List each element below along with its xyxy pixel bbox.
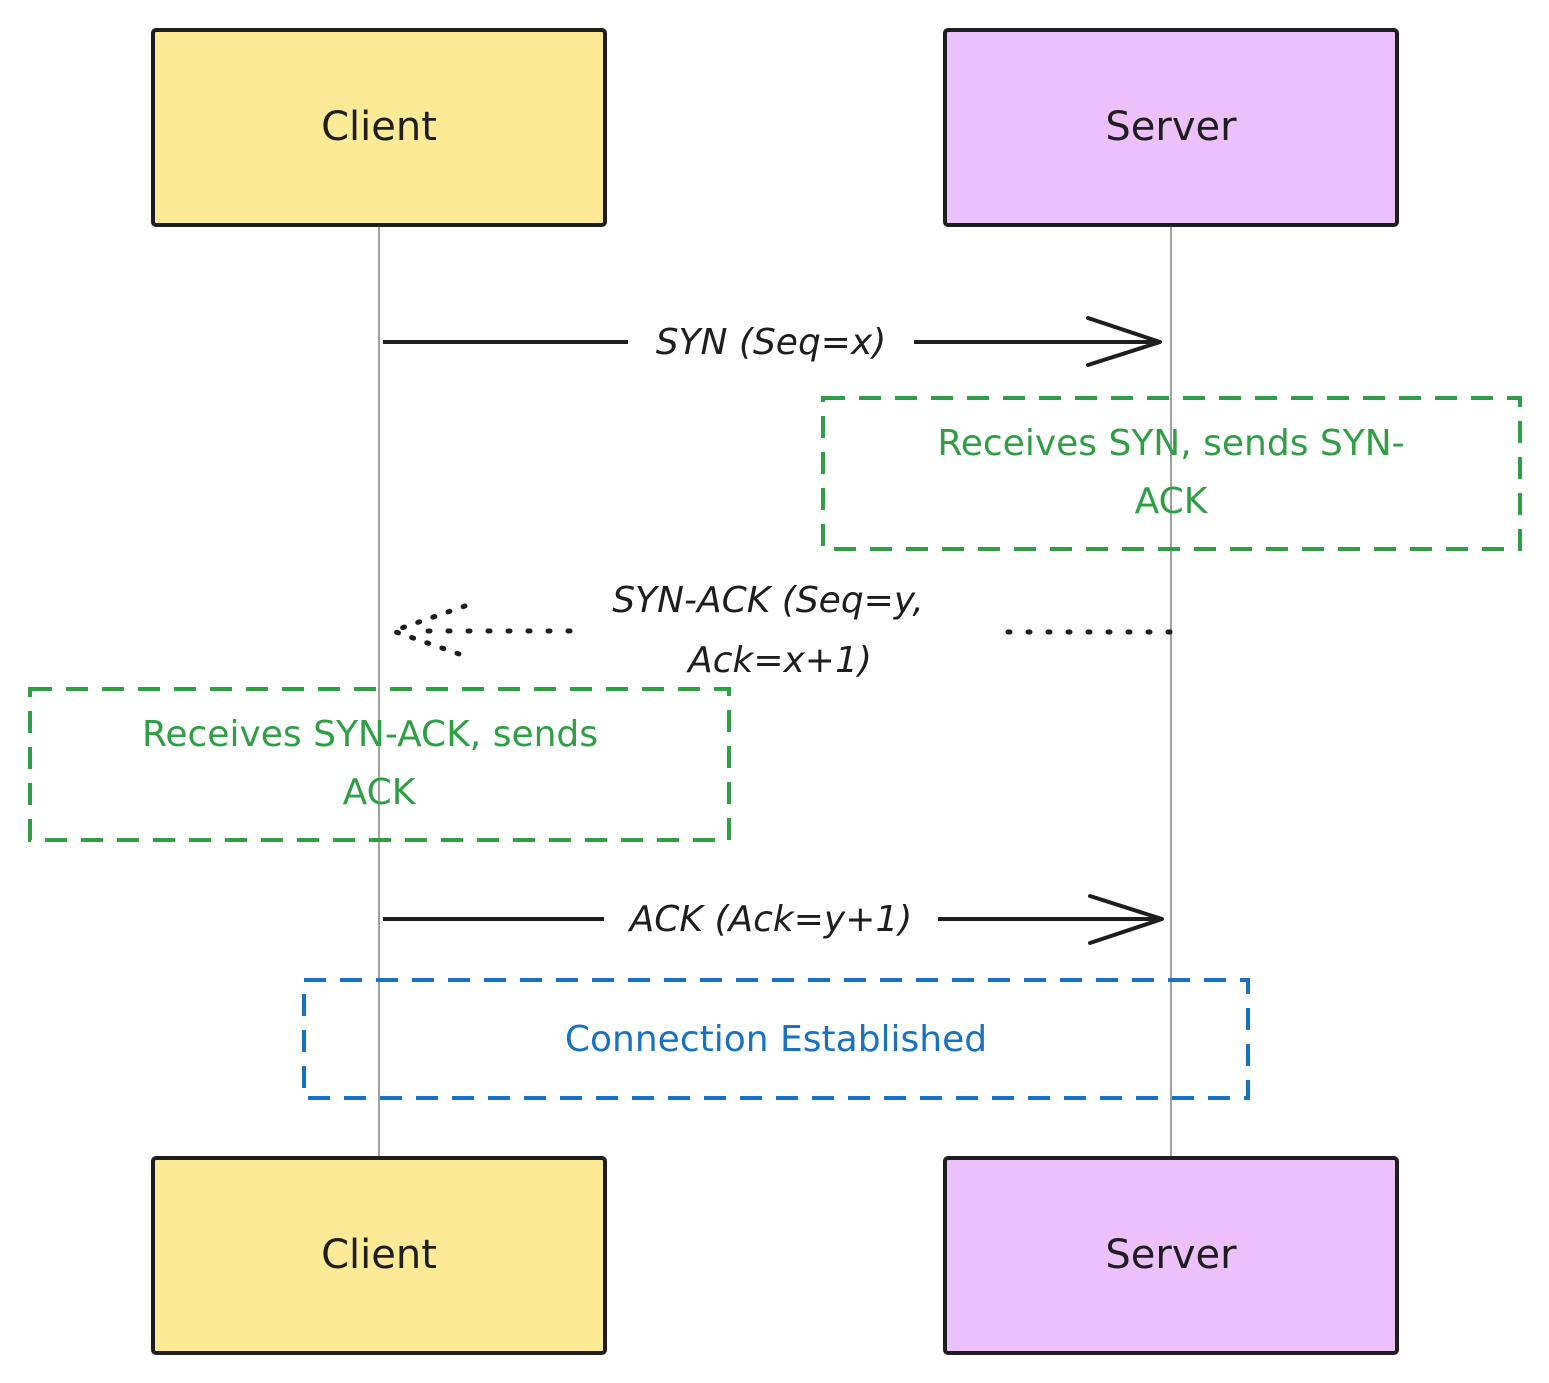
server-label-top: Server [1105, 104, 1237, 150]
note-receives-syn-ack-line1: Receives SYN-ACK, sends [142, 714, 598, 755]
server-box-bottom-rect [943, 1156, 1399, 1355]
server-box-top-rect [943, 28, 1399, 227]
note-connection-established-border [302, 978, 1250, 1100]
note-receives-syn-line1: Receives SYN, sends SYN- [937, 423, 1404, 464]
client-label-bottom: Client [321, 1232, 437, 1278]
client-box-top-rect [151, 28, 607, 227]
note-receives-syn-ack-line2: ACK [343, 772, 417, 813]
message-syn-label: SYN (Seq=x) [656, 322, 887, 363]
message-ack-arrowhead [1088, 894, 1164, 945]
message-syn[interactable]: SYN (Seq=x) [383, 316, 1162, 367]
message-ack-label: ACK (Ack=y+1) [628, 899, 913, 940]
note-receives-syn-line2: ACK [1135, 481, 1209, 522]
client-box-bottom[interactable]: Client [151, 1156, 607, 1355]
message-syn-ack-arrowhead [390, 603, 468, 659]
message-syn-ack[interactable]: SYN-ACK (Seq=y, Ack=x+1) [390, 580, 1173, 681]
note-receives-syn-ack: Receives SYN-ACK, sends ACK [28, 687, 731, 842]
message-ack[interactable]: ACK (Ack=y+1) [383, 894, 1164, 945]
server-box-bottom[interactable]: Server [943, 1156, 1399, 1355]
note-connection-established-label: Connection Established [565, 1019, 987, 1060]
note-connection-established: Connection Established [302, 978, 1250, 1100]
message-syn-ack-label-line1: SYN-ACK (Seq=y, [612, 580, 924, 621]
client-label-top: Client [321, 104, 437, 150]
note-receives-syn-border [821, 396, 1522, 551]
client-box-top[interactable]: Client [151, 28, 607, 227]
server-label-bottom: Server [1105, 1232, 1237, 1278]
note-receives-syn-ack-border [28, 687, 731, 842]
server-box-top[interactable]: Server [943, 28, 1399, 227]
message-syn-arrowhead [1086, 316, 1162, 367]
client-box-bottom-rect [151, 1156, 607, 1355]
note-receives-syn: Receives SYN, sends SYN- ACK [821, 396, 1522, 551]
message-syn-ack-label-line2: Ack=x+1) [686, 640, 872, 681]
